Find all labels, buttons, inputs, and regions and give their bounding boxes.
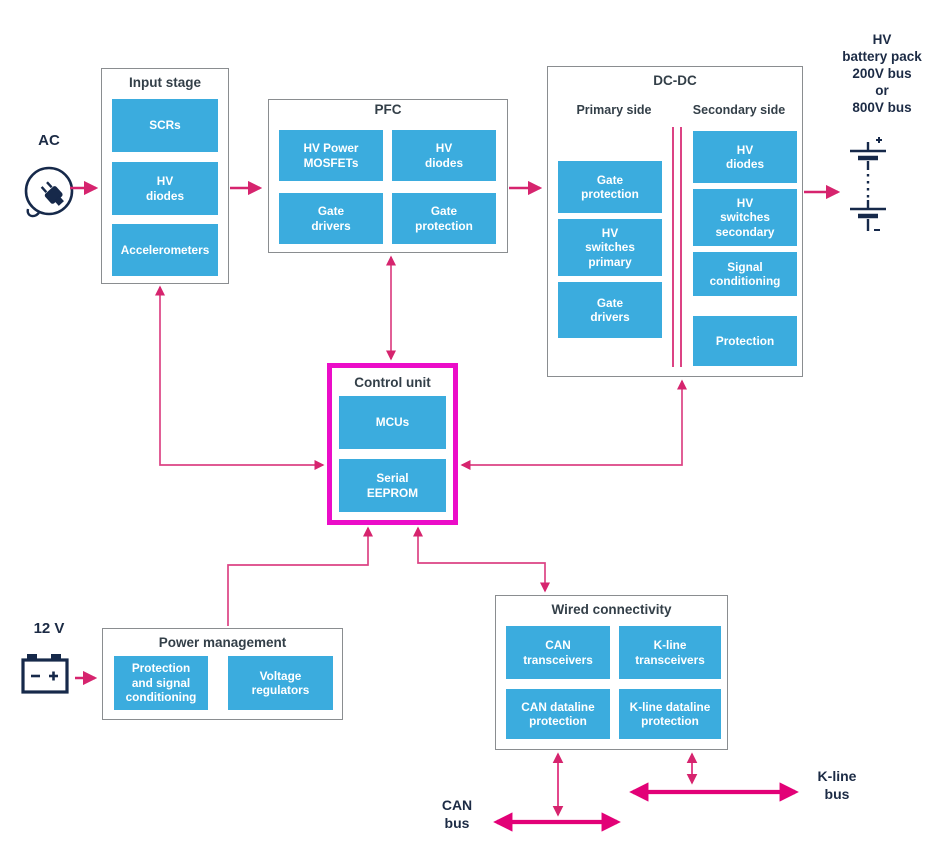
link-input-stage-control-unit [154,285,325,471]
hv-power-mosfets-chip: HV Power MOSFETs [279,130,383,181]
dcdc-gate-drivers-chip: Gate drivers [558,282,662,338]
dcdc-hv-diodes-chip: HV diodes [693,131,797,183]
isolation-barrier-line [672,127,674,367]
accelerometers-chip: Accelerometers [112,224,218,276]
kline-dataline-protection-chip: K-line dataline protection [619,689,721,739]
can-transceivers-chip: CAN transceivers [506,626,610,679]
hv-switches-primary-chip: HV switches primary [558,219,662,276]
protection-signal-conditioning-chip: Protection and signal conditioning [114,656,208,710]
hv-diodes-chip: HV diodes [112,162,218,215]
can-bus-label: CAN bus [441,797,473,831]
ac-label: AC [38,132,60,149]
wired-connectivity-box: Wired connectivity CAN transceivers K-li… [495,595,728,750]
control-unit-box: Control unit MCUs Serial EEPROM [327,363,458,525]
pfc-gate-protection-chip: Gate protection [392,193,496,244]
link-power-management-control-unit [227,526,374,626]
power-management-box: Power management Protection and signal c… [102,628,343,720]
mcus-chip: MCUs [339,396,446,449]
ac-plug-icon [24,166,74,218]
input-stage-title: Input stage [128,75,201,90]
isolation-barrier-line [680,127,682,367]
control-unit-title: Control unit [354,375,431,390]
12v-label: 12 V [33,620,65,637]
input-stage-box: Input stage SCRs HV diodes Accelerometer… [101,68,229,284]
signal-conditioning-chip: Signal conditioning [693,252,797,296]
power-management-title: Power management [158,635,287,650]
hv-battery-icon [850,137,886,231]
kline-transceivers-chip: K-line transceivers [619,626,721,679]
dcdc-box: DC-DC Primary side Secondary side Gate p… [547,66,803,377]
hv-battery-label: HV battery pack 200V bus or 800V bus [842,32,922,115]
pfc-gate-drivers-chip: Gate drivers [279,193,383,244]
12v-battery-icon [21,654,69,694]
scrs-chip: SCRs [112,99,218,152]
dcdc-title: DC-DC [653,73,697,88]
dcdc-gate-protection-chip: Gate protection [558,161,662,213]
serial-eeprom-chip: Serial EEPROM [339,459,446,512]
can-dataline-protection-chip: CAN dataline protection [506,689,610,739]
link-dcdc-control-unit [460,379,688,471]
wired-connectivity-title: Wired connectivity [551,602,672,617]
dcdc-protection-chip: Protection [693,316,797,366]
dcdc-primary-side-label: Primary side [576,103,652,117]
pfc-title: PFC [374,102,402,117]
pfc-hv-diodes-chip: HV diodes [392,130,496,181]
dcdc-secondary-side-label: Secondary side [692,103,786,117]
hv-switches-secondary-chip: HV switches secondary [693,189,797,246]
pfc-box: PFC HV Power MOSFETs HV diodes Gate driv… [268,99,508,253]
link-control-unit-wired-connectivity [412,526,551,593]
voltage-regulators-chip: Voltage regulators [228,656,333,710]
kline-bus-label: K-line bus [817,768,857,802]
